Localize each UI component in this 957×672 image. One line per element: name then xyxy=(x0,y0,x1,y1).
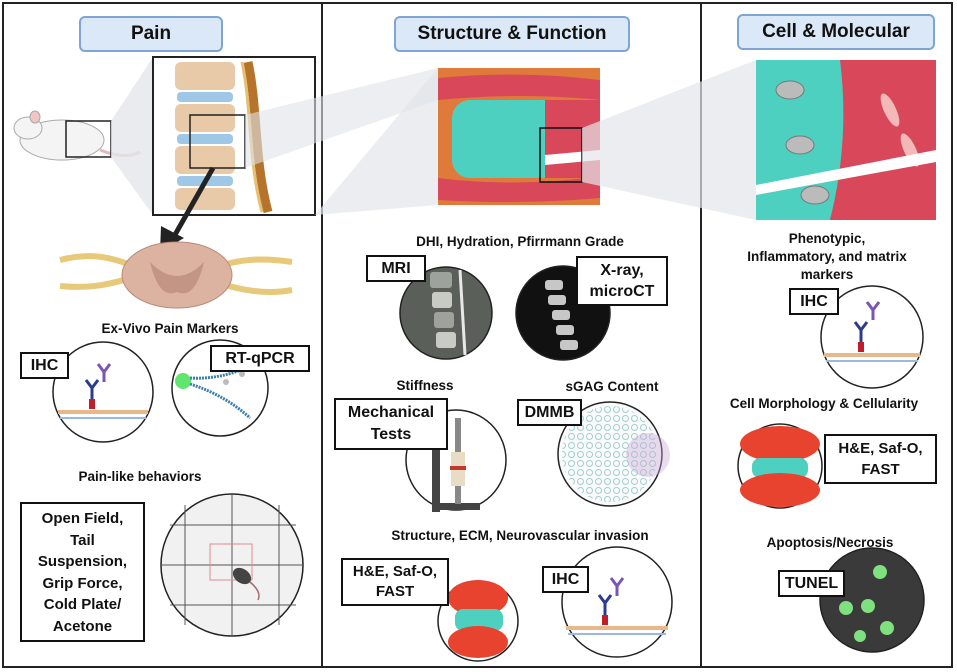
tunel-box: TUNEL xyxy=(778,570,845,597)
mechanical-box: Mechanical Tests xyxy=(334,398,448,450)
ex-vivo-label: Ex-Vivo Pain Markers xyxy=(101,321,239,336)
mri-image xyxy=(399,266,493,360)
tunel-illustration xyxy=(819,547,925,653)
behaviors-box: Open Field, Tail Suspension, Grip Force,… xyxy=(20,502,145,642)
ihc-structure-illustration xyxy=(561,546,673,658)
dmmb-box: DMMB xyxy=(517,399,582,426)
pain-title: Pain xyxy=(79,16,223,52)
he-cell-box: H&E, Saf-O, FAST xyxy=(824,434,937,484)
behaviors-label: Pain-like behaviors xyxy=(78,469,202,484)
mri-box: MRI xyxy=(366,255,426,282)
he-cell-illustration xyxy=(737,423,823,509)
ecm-label: Structure, ECM, Neurovascular invasion xyxy=(391,528,649,543)
structure-title: Structure & Function xyxy=(394,16,630,52)
sgag-label: sGAG Content xyxy=(565,379,659,394)
arrow-to-cord xyxy=(169,166,216,242)
he-structure-box: H&E, Saf-O, FAST xyxy=(341,558,449,606)
ihc-box: IHC xyxy=(20,352,69,379)
open-field-illustration xyxy=(160,493,304,637)
ihc-cell-illustration xyxy=(820,285,924,389)
morphology-label: Cell Morphology & Cellularity xyxy=(729,396,919,411)
spine-section xyxy=(152,56,316,216)
zoom-cone-spine xyxy=(245,68,438,168)
panel-divider-left xyxy=(321,2,323,668)
cell-histology-image xyxy=(756,60,936,220)
stiffness-label: Stiffness xyxy=(396,378,454,393)
ihc-antibody-illustration xyxy=(52,341,154,443)
spinal-cord-illustration xyxy=(59,241,293,309)
zoom-cone-cell xyxy=(582,60,756,220)
he-disc-illustration xyxy=(437,580,519,662)
phenotypic-label: Phenotypic, Inflammatory, and matrix mar… xyxy=(747,231,907,282)
ihc-structure-box: IHC xyxy=(542,566,589,593)
ihc-cell-box: IHC xyxy=(789,288,839,315)
dhi-label: DHI, Hydration, Pfirrmann Grade xyxy=(416,234,624,249)
dmmb-plate-illustration xyxy=(557,401,670,507)
disc-histology-image xyxy=(438,68,600,205)
panel-divider-right xyxy=(700,2,702,668)
zoom-cone-rat xyxy=(111,57,153,215)
apoptosis-label: Apoptosis/Necrosis xyxy=(766,535,894,550)
cell-title: Cell & Molecular xyxy=(737,14,935,50)
xray-box: X-ray, microCT xyxy=(576,256,668,306)
rtqpcr-box: RT-qPCR xyxy=(210,345,310,372)
